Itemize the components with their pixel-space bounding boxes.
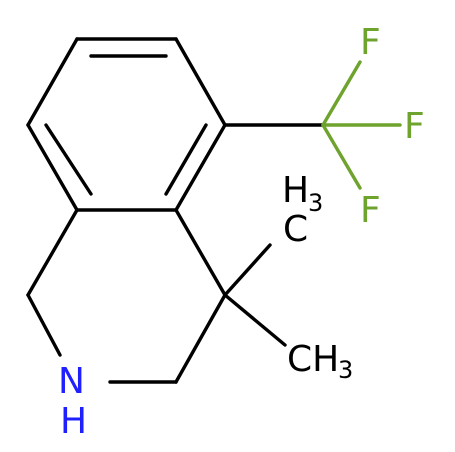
benzene-ring <box>26 37 227 212</box>
atom-label-methyl-c: C <box>283 209 308 250</box>
bond <box>26 123 79 212</box>
atom-label-fluorine: F <box>404 106 425 147</box>
atom-label-fluorine: F <box>360 190 381 231</box>
trifluoromethyl-bonds <box>223 60 402 190</box>
methyl-bonds <box>223 243 287 347</box>
bond-fluorine <box>321 123 362 190</box>
bond <box>223 293 287 347</box>
bond <box>26 37 79 127</box>
bond <box>174 123 227 212</box>
bond-fluorine <box>321 60 362 127</box>
atom-label-nitrogen-hydrogen: H <box>60 401 87 442</box>
bond <box>174 208 227 297</box>
atom-label-methyl-h: H <box>282 170 309 211</box>
bond-inner <box>44 123 93 196</box>
bond <box>223 243 272 297</box>
atom-label-fluorine: F <box>360 22 381 63</box>
bond <box>174 293 227 384</box>
atom-label-nitrogen: N <box>58 361 85 402</box>
piperidine-ring <box>26 208 227 384</box>
bond-inner <box>164 123 208 196</box>
atom-label-methyl: CH <box>287 339 339 380</box>
bond <box>26 208 79 297</box>
bond <box>174 37 227 127</box>
atom-label-methyl-subscript: 3 <box>308 189 323 217</box>
bond <box>26 293 62 357</box>
atom-label-methyl-subscript: 3 <box>338 356 353 384</box>
